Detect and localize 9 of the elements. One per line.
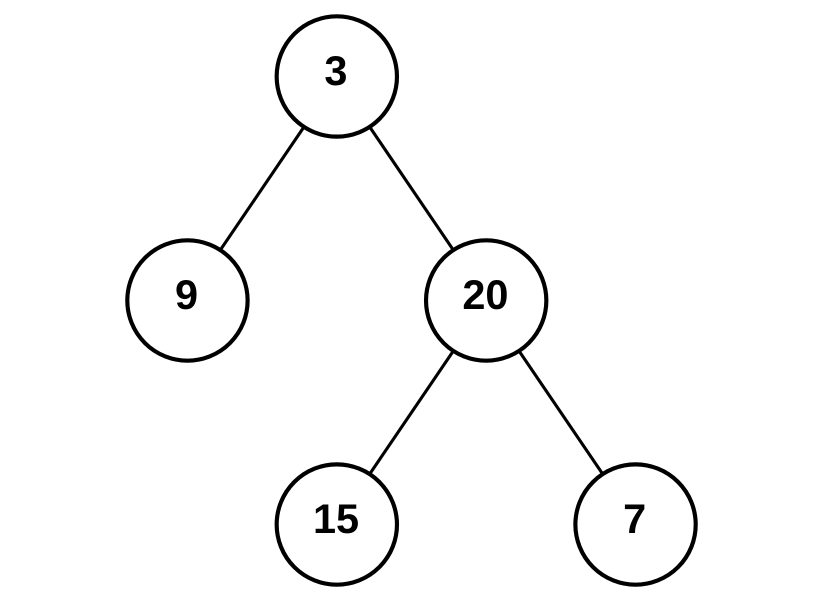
connector — [368, 350, 454, 475]
connector — [219, 126, 305, 251]
node-circle: 9 — [125, 238, 250, 363]
node-circle: 3 — [274, 14, 400, 139]
node-circle: 7 — [573, 462, 698, 587]
connector — [368, 126, 454, 251]
connector — [518, 350, 604, 475]
node-circle: 15 — [274, 462, 400, 587]
node-circle: 20 — [424, 238, 548, 363]
